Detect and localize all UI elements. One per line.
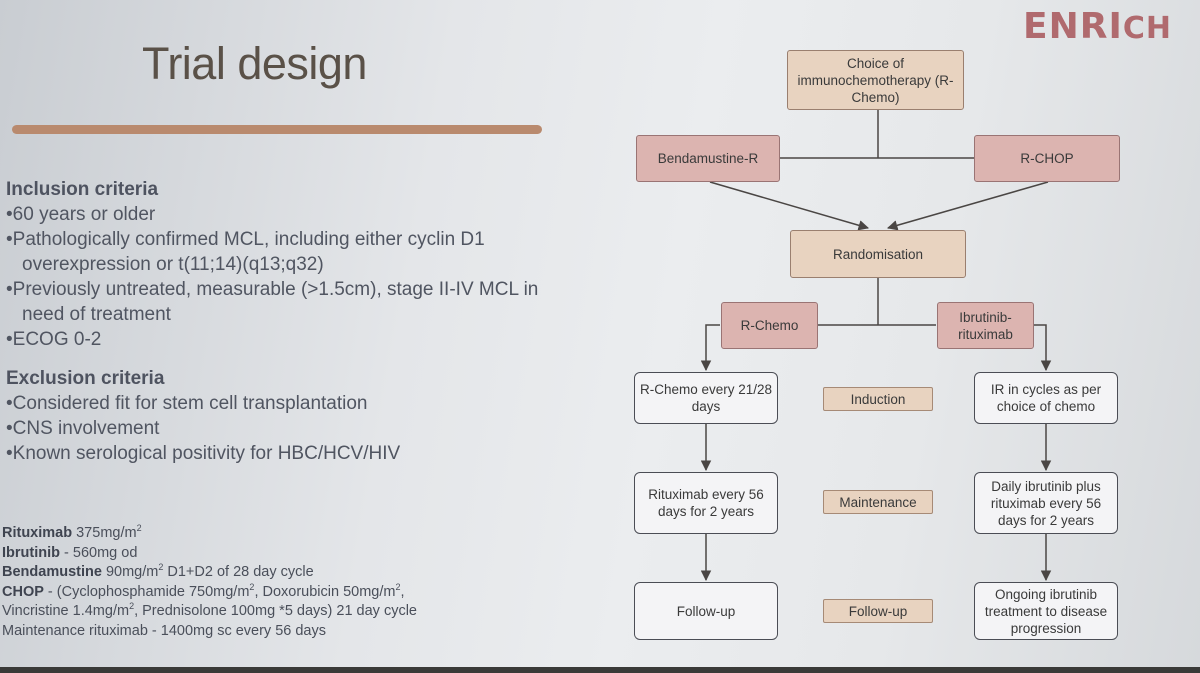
chop-dose-line: CHOP - (Cyclophosphamide 750mg/m2, Doxor…: [2, 581, 405, 600]
bendamustine-to-randomisation-arrow: [709, 181, 870, 231]
rituximab-maintenance-box: Rituximab every 56 days for 2 years: [634, 472, 778, 534]
r-chemo-box: R-Chemo: [721, 302, 818, 349]
inclusion-item: •Pathologically confirmed MCL, including…: [6, 229, 485, 250]
exclusion-section: Exclusion criteria •Considered fit for s…: [6, 367, 626, 466]
rituximab-dose-line: Rituximab 375mg/m2: [2, 523, 142, 541]
maintenance-phase-label: Maintenance: [823, 490, 933, 514]
drug-dosing-notes: Rituximab 375mg/m2 Ibrutinib - 560mg od …: [2, 524, 417, 641]
exclusion-item: •Known serological positivity for HBC/HC…: [6, 443, 401, 464]
r-chop-box: R-CHOP: [974, 135, 1120, 182]
bendamustine-dose-line: Bendamustine 90mg/m2 D1+D2 of 28 day cyc…: [2, 562, 314, 580]
exclusion-heading: Exclusion criteria: [6, 368, 165, 389]
choice-of-immunochemotherapy-box: Choice of immunochemotherapy (R-Chemo): [787, 50, 964, 110]
r-chemo-induction-box: R-Chemo every 21/28 days: [634, 372, 778, 424]
inclusion-item-continued: overexpression or t(11;14)(q13;q32): [22, 254, 324, 275]
ongoing-ibrutinib-box: Ongoing ibrutinib treatment to disease p…: [974, 582, 1118, 640]
inclusion-item: •60 years or older: [6, 204, 156, 225]
exclusion-item: •CNS involvement: [6, 418, 160, 439]
ir-to-induction-arrow: [1034, 324, 1052, 372]
inclusion-heading: Inclusion criteria: [6, 179, 159, 200]
vincristine-dose-line: Vincristine 1.4mg/m2, Prednisolone 100mg…: [2, 601, 417, 619]
slide-title: Trial design: [142, 38, 367, 89]
exclusion-item: •Considered fit for stem cell transplant…: [6, 393, 368, 414]
maintenance-dose-line: Maintenance rituximab - 1400mg sc every …: [2, 622, 326, 639]
inclusion-item-continued: need of treatment: [22, 304, 171, 325]
ibrutinib-rituximab-box: Ibrutinib-rituximab: [937, 302, 1034, 349]
left-follow-up-box: Follow-up: [634, 582, 778, 640]
bendamustine-r-box: Bendamustine-R: [636, 135, 780, 182]
ir-induction-box: IR in cycles as per choice of chemo: [974, 372, 1118, 424]
randomisation-box: Randomisation: [790, 230, 966, 278]
follow-up-phase-label: Follow-up: [823, 599, 933, 623]
enrich-logo: ENRICH: [1023, 6, 1172, 47]
inclusion-item: •Previously untreated, measurable (>1.5c…: [6, 279, 539, 300]
ibrutinib-rituximab-maintenance-box: Daily ibrutinib plus rituximab every 56 …: [974, 472, 1118, 534]
screen-bottom-edge: [0, 667, 1200, 673]
title-underline: [12, 125, 542, 134]
rchemo-to-induction-arrow: [700, 324, 720, 372]
inclusion-item: •ECOG 0-2: [6, 329, 102, 350]
ibrutinib-dose-line: Ibrutinib - 560mg od: [2, 544, 138, 561]
rchop-to-randomisation-arrow: [886, 181, 1049, 231]
criteria-panel: Inclusion criteria •60 years or older •P…: [6, 178, 626, 466]
induction-phase-label: Induction: [823, 387, 933, 411]
